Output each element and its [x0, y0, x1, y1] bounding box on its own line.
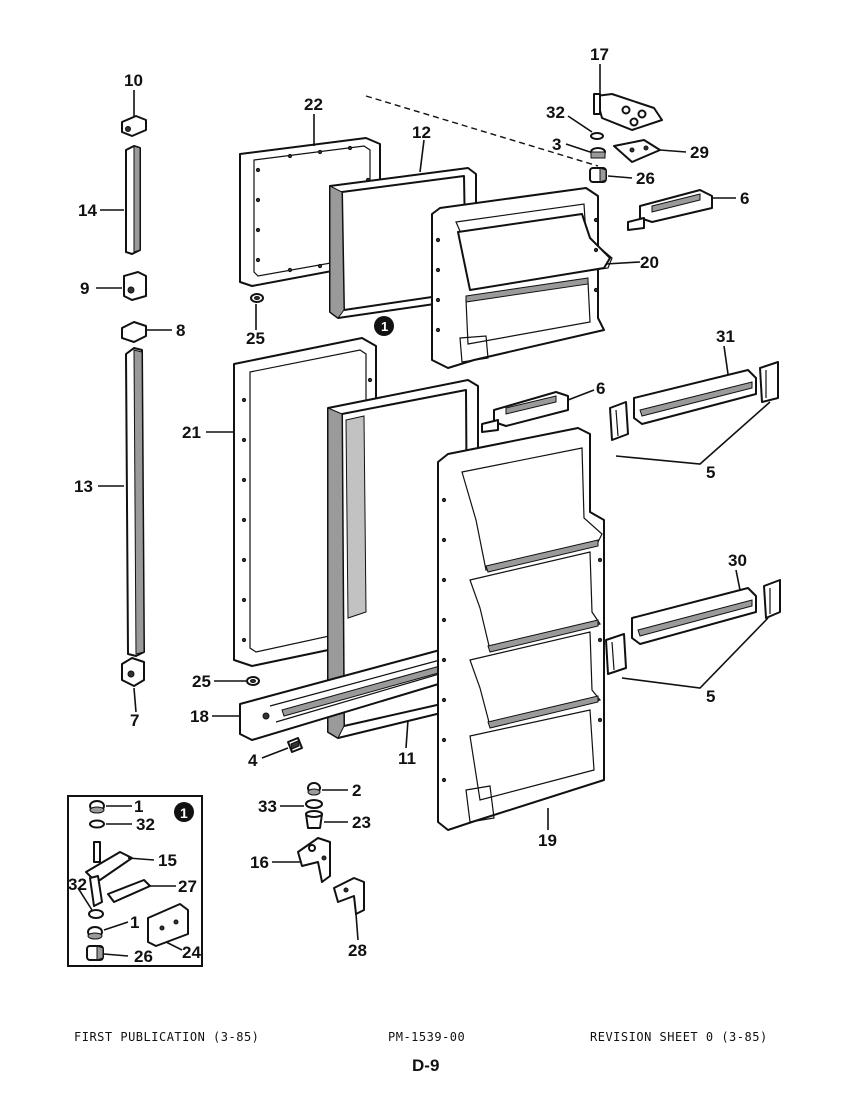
part-33-washer: [305, 799, 323, 809]
inset-part-32-washer-mid: [88, 909, 104, 919]
callout-4: 4: [248, 751, 258, 770]
callout-6-lower: 6: [596, 379, 605, 398]
part-9-bracket: [123, 271, 147, 301]
part-30-lower-trim: [631, 587, 757, 645]
part-14-upper-strip: [125, 145, 141, 255]
callout-3: 3: [552, 135, 561, 154]
inset-callout-27: 27: [178, 877, 197, 896]
inset-marker-label: 1: [180, 805, 188, 821]
inset-part-1-nut-bottom: [87, 926, 103, 940]
inset-detail-box: [67, 795, 203, 967]
callout-19: 19: [538, 831, 557, 850]
part-5-end-cap-lower-left: [605, 633, 627, 675]
callout-6-upper: 6: [740, 189, 749, 208]
part-19-fresh-food-door: [437, 427, 605, 831]
part-7-bottom-hinge: [121, 657, 145, 687]
part-5-end-cap-upper-right: [759, 361, 779, 403]
callout-14: 14: [78, 201, 97, 220]
footer-publication: FIRST PUBLICATION (3-85): [74, 1030, 260, 1044]
footer-part-number: PM-1539-00: [388, 1030, 466, 1044]
part-26-spacer-top: [589, 167, 607, 183]
inset-part-26-spacer: [86, 945, 104, 961]
callout-23: 23: [352, 813, 371, 832]
leader-lines: [77, 64, 771, 957]
inset-callout-26: 26: [134, 947, 153, 966]
footer-revision: REVISION SHEET 0 (3-85): [590, 1030, 768, 1044]
callout-31: 31: [716, 327, 735, 346]
inset-part-24-hinge-plate: [147, 903, 189, 947]
part-4-clip: [287, 737, 303, 753]
inset-parts: 1: [85, 800, 194, 961]
callout-26-top: 26: [636, 169, 655, 188]
callout-9: 9: [80, 279, 89, 298]
part-3-bushing: [590, 147, 606, 159]
callout-5-upper: 5: [706, 463, 715, 482]
callout-5-lower: 5: [706, 687, 715, 706]
part-16-bottom-hinge: [297, 837, 331, 883]
callout-30: 30: [728, 551, 747, 570]
part-32-washer-top: [590, 132, 604, 140]
callout-32-top: 32: [546, 103, 565, 122]
part-25-grommet-upper: [250, 293, 264, 303]
part-25-grommet-lower: [246, 676, 260, 686]
part-20-freezer-door: [431, 187, 613, 369]
part-6-handle-lower: [481, 391, 569, 433]
part-17-top-hinge: [593, 93, 663, 131]
callout-21: 21: [182, 423, 201, 442]
inset-marker-circle: [174, 802, 194, 822]
callout-7: 7: [130, 711, 139, 730]
callout-25-upper: 25: [246, 329, 265, 348]
callout-12: 12: [412, 123, 431, 142]
inset-reference-marker-label: 1: [381, 319, 388, 334]
inset-part-32-washer-top: [89, 819, 105, 829]
part-5-end-cap-upper-left: [609, 401, 629, 441]
callout-22: 22: [304, 95, 323, 114]
inset-callout-32-mid: 32: [68, 875, 87, 894]
part-6-handle-upper: [627, 189, 713, 231]
callout-17: 17: [590, 45, 609, 64]
inset-callout-32-top: 32: [136, 815, 155, 834]
part-10-hinge-cap: [121, 115, 147, 137]
inset-part-15-hinge: [85, 841, 133, 907]
part-2-nut: [307, 782, 321, 796]
part-5-end-cap-lower-right: [763, 579, 781, 619]
part-13-lower-strip: [125, 347, 145, 657]
callout-20: 20: [640, 253, 659, 272]
callout-labels: 10 14 9 8 13 7 22 12 25 21 25 18 4 11 17…: [68, 45, 749, 966]
callout-28: 28: [348, 941, 367, 960]
callout-33: 33: [258, 797, 277, 816]
callout-13: 13: [74, 477, 93, 496]
inset-callout-15: 15: [158, 851, 177, 870]
callout-2: 2: [352, 781, 361, 800]
alignment-dashed-line: [365, 95, 599, 167]
page-label: D-9: [412, 1056, 440, 1075]
inset-reference-marker: 1: [374, 316, 394, 336]
inset-callout-1-top: 1: [134, 797, 143, 816]
callout-29: 29: [690, 143, 709, 162]
callout-18: 18: [190, 707, 209, 726]
callout-10: 10: [124, 71, 143, 90]
part-23-bushing: [305, 810, 323, 829]
callout-8: 8: [176, 321, 185, 340]
inset-callout-24: 24: [182, 943, 201, 962]
part-28-hinge-bracket: [333, 877, 365, 915]
part-11-fresh-food-gasket: [327, 379, 479, 739]
callout-25-lower: 25: [192, 672, 211, 691]
part-29-hinge-plate: [613, 139, 661, 163]
inset-callout-1-bottom: 1: [130, 913, 139, 932]
part-8-bracket: [121, 321, 147, 343]
inset-part-1-nut-top: [89, 800, 105, 814]
callout-16: 16: [250, 853, 269, 872]
callout-11: 11: [398, 749, 416, 768]
part-31-upper-trim: [633, 369, 757, 425]
